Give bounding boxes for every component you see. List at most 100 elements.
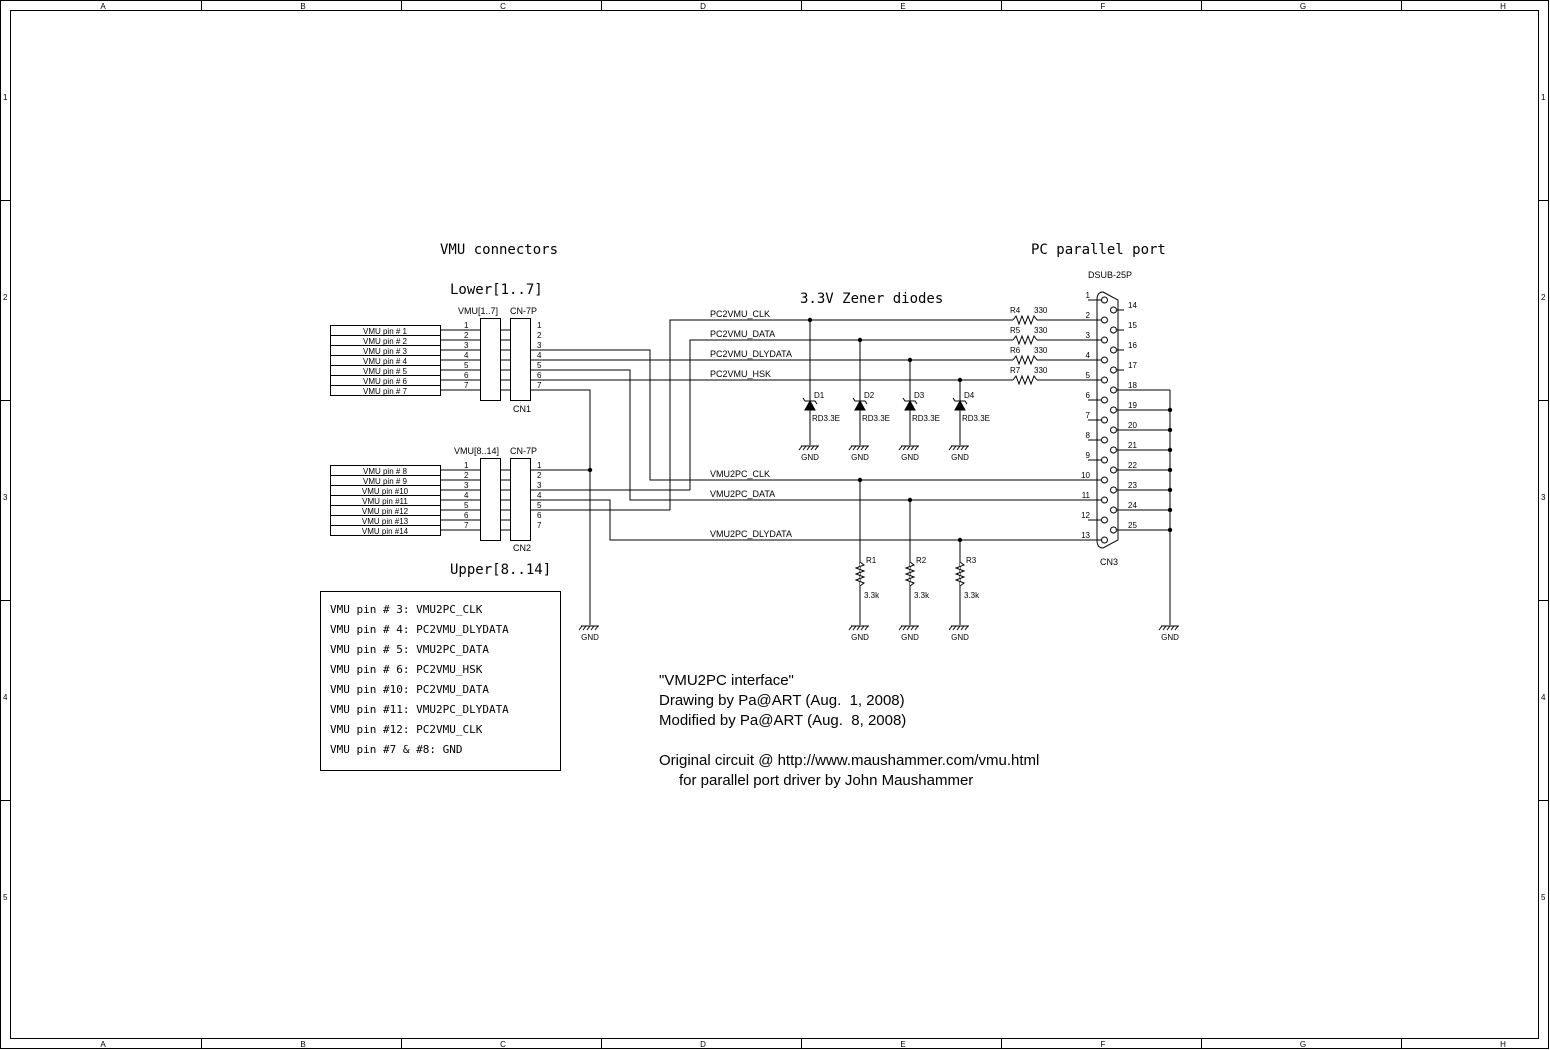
resistor-ref: R3 xyxy=(966,556,977,565)
net-vmu2pc-data: VMU2PC_DATA xyxy=(710,489,775,499)
junctions xyxy=(587,317,963,543)
gnd-symbol: GND xyxy=(578,625,599,642)
legend-line: VMU pin # 5: VMU2PC_DATA xyxy=(330,643,489,656)
note-drawing-by: Drawing by Pa@ART (Aug. 1, 2008) xyxy=(659,692,905,709)
vmu-pin-label: VMU pin # 3 xyxy=(363,347,408,356)
zener-bar xyxy=(852,397,868,405)
legend-line: VMU pin # 6: PC2VMU_HSK xyxy=(330,663,483,676)
dsub-left-pin-number: 2 xyxy=(1086,311,1091,320)
cn2-header-label: VMU[8..14] xyxy=(454,446,499,456)
cn2-pin-number: 2 xyxy=(537,471,542,480)
frame-row-right-2: 2 xyxy=(1541,293,1546,302)
legend-line: VMU pin # 4: PC2VMU_DLYDATA xyxy=(330,623,509,636)
cn1-body xyxy=(510,318,531,401)
cn1-pin-number: 5 xyxy=(537,361,542,370)
cn2-pin-number: 1 xyxy=(537,461,542,470)
zener-bar xyxy=(902,397,918,405)
gnd-symbol: GND xyxy=(898,445,919,462)
cn1-ref-label: CN1 xyxy=(513,404,531,414)
cn1-type-label: CN-7P xyxy=(510,306,537,316)
cn1-header-pin-number: 5 xyxy=(464,361,469,370)
dsub-right-pin-number: 21 xyxy=(1128,441,1137,450)
diode-ref: D3 xyxy=(914,391,925,400)
frame-col-bottom-g: G xyxy=(1300,1040,1306,1049)
zener-triangle xyxy=(804,399,816,411)
cn1-pin-number: 7 xyxy=(537,381,542,390)
cn1-header-pin-number: 7 xyxy=(464,381,469,390)
resistor-value: 330 xyxy=(1034,346,1048,355)
dsub-left-pin-number: 5 xyxy=(1086,371,1091,380)
frame-col-bottom-h: H xyxy=(1500,1040,1506,1049)
frame-col-bottom-f: F xyxy=(1101,1040,1106,1049)
dsub-right-pin-number: 18 xyxy=(1128,381,1137,390)
gnd-label: GND xyxy=(851,453,869,462)
junction xyxy=(1167,527,1173,533)
dsub-pin xyxy=(1101,336,1108,344)
dsub-right-pin-number: 22 xyxy=(1128,461,1137,470)
resistor-ref: R2 xyxy=(916,556,927,565)
gnd-label: GND xyxy=(851,633,869,642)
dsub-right-pin-number: 17 xyxy=(1128,361,1137,370)
frame-row-left-4: 4 xyxy=(3,693,8,702)
gnd-symbol: GND xyxy=(948,445,969,462)
dsub-right-pin-number: 25 xyxy=(1128,521,1137,530)
diode-value: RD3.3E xyxy=(912,414,940,423)
frame-row-left-5: 5 xyxy=(3,893,8,902)
frame-col-top-a: A xyxy=(100,2,106,11)
frame-col-top-b: B xyxy=(300,2,305,11)
dsub-pin xyxy=(1110,406,1117,414)
dsub-pin xyxy=(1110,366,1117,374)
dsub-right-pin-number: 14 xyxy=(1128,301,1137,310)
zener-triangle xyxy=(854,399,866,411)
dsub-pin xyxy=(1110,346,1117,354)
gnd-label: GND xyxy=(951,453,969,462)
vmu-pin-label: VMU pin # 9 xyxy=(363,477,408,486)
gnd-symbol: GND xyxy=(798,445,819,462)
zener-triangle xyxy=(904,399,916,411)
resistor-ref: R5 xyxy=(1010,326,1021,335)
dsub-right-pin-number: 19 xyxy=(1128,401,1137,410)
resistor-r3: R33.3k xyxy=(954,556,980,600)
dsub-pin xyxy=(1101,496,1108,504)
cn3-type-label: DSUB-25P xyxy=(1088,270,1132,280)
diode-value: RD3.3E xyxy=(812,414,840,423)
resistor-r6: R6 330 xyxy=(1010,346,1048,366)
dsub-right-pin-number: 16 xyxy=(1128,341,1137,350)
cn2-header-body xyxy=(480,458,501,541)
legend-line: VMU pin #10: PC2VMU_DATA xyxy=(330,683,489,696)
note-original: Original circuit @ http://www.maushammer… xyxy=(659,752,1039,769)
gnd-label: GND xyxy=(801,453,819,462)
resistor-ref: R6 xyxy=(1010,346,1021,355)
dsub-pin xyxy=(1110,486,1117,494)
cn1-header-pin-number: 3 xyxy=(464,341,469,350)
dsub-left-pin-number: 3 xyxy=(1086,331,1091,340)
net-vmu2pc-dlydata: VMU2PC_DLYDATA xyxy=(710,529,792,539)
dsub-pin xyxy=(1101,396,1108,404)
vmu-pin-label: VMU pin #11 xyxy=(362,497,408,506)
dsub-right-pin-number: 20 xyxy=(1128,421,1137,430)
dsub-pin xyxy=(1110,506,1117,514)
wires xyxy=(530,319,1171,625)
cn2-header-pin-number: 2 xyxy=(464,471,469,480)
cn2-header-pin-number: 4 xyxy=(464,491,469,500)
gnd-symbol: GND xyxy=(898,625,919,642)
dsub-pin xyxy=(1110,386,1117,394)
lower-heading: Lower[1..7] xyxy=(450,282,543,298)
junction xyxy=(1167,447,1173,453)
frame-col-bottom-d: D xyxy=(700,1040,706,1049)
frame-col-top-g: G xyxy=(1300,2,1306,11)
frame-col-bottom-e: E xyxy=(900,1040,905,1049)
dsub-pin xyxy=(1101,376,1108,384)
gnd-label: GND xyxy=(901,453,919,462)
cn1-header-pin-number: 1 xyxy=(464,321,469,330)
dsub-pin xyxy=(1110,426,1117,434)
gnd-label: GND xyxy=(581,633,599,642)
cn1-header-pin-number: 4 xyxy=(464,351,469,360)
frame-col-top-f: F xyxy=(1101,2,1106,11)
